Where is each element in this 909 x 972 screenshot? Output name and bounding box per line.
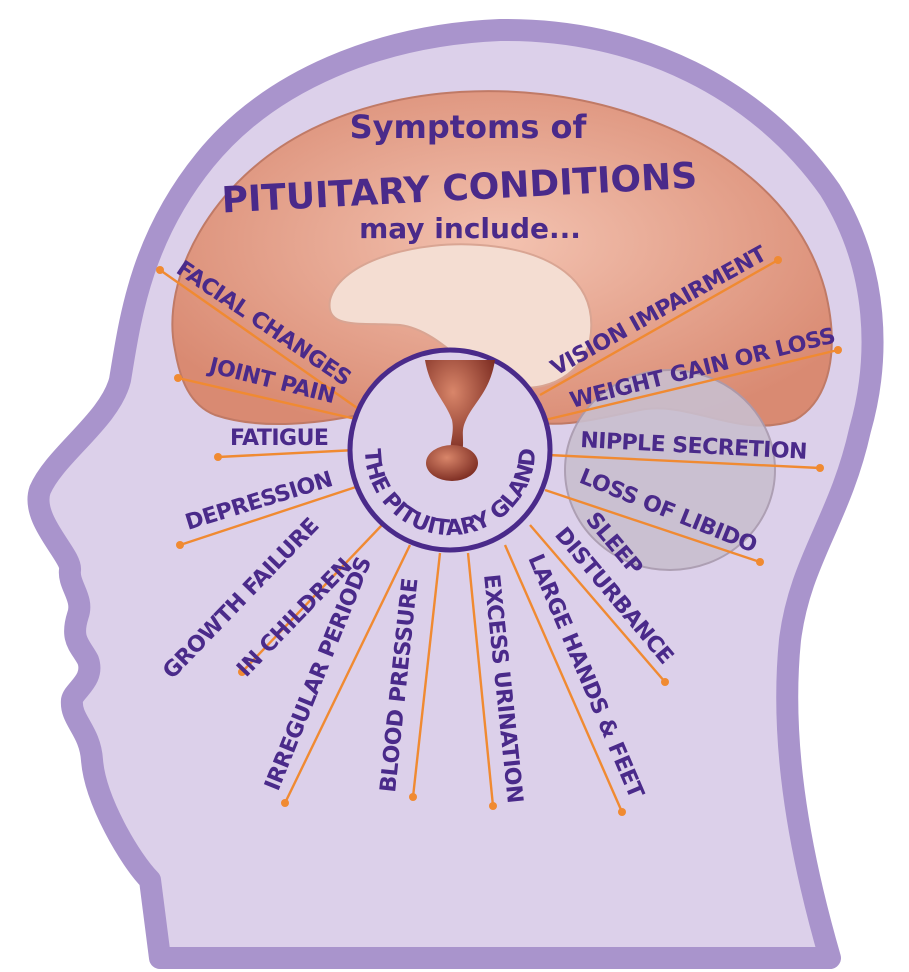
leader-depression [179, 483, 363, 547]
dot-blood [409, 793, 417, 801]
label-fatigue: FATIGUE [230, 426, 328, 451]
leader-hands [503, 544, 624, 813]
dot-fatigue [214, 453, 222, 461]
dot-facial-changes [156, 266, 164, 274]
leader-sleep [529, 524, 666, 683]
leader-joint-pain [177, 376, 361, 422]
leader-irregular [283, 544, 412, 804]
dot-vision [774, 256, 782, 264]
dot-irregular [281, 799, 289, 807]
leader-lines [156, 256, 842, 816]
leader-fatigue [217, 448, 357, 459]
brain-inner [328, 243, 593, 389]
dot-depression [176, 541, 184, 549]
title-line-3: may include... [359, 212, 581, 245]
dot-nipple [816, 464, 824, 472]
leader-growth [241, 524, 383, 673]
leader-urination [466, 552, 495, 807]
leader-facial-changes [159, 269, 361, 411]
dot-growth [238, 668, 246, 676]
dot-hands [618, 808, 626, 816]
dot-joint-pain [174, 374, 182, 382]
dot-urination [489, 802, 497, 810]
leader-weight [544, 348, 839, 422]
leader-vision [539, 258, 779, 397]
leader-blood [411, 552, 442, 798]
dot-sleep [661, 678, 669, 686]
dot-libido [756, 558, 764, 566]
cerebellum [564, 369, 776, 571]
pituitary-gland [426, 445, 478, 481]
title-line-1: Symptoms of [350, 108, 588, 146]
leader-libido [544, 488, 761, 564]
pituitary-stalk [425, 360, 495, 452]
leader-nipple [547, 453, 821, 470]
dot-weight [834, 346, 842, 354]
